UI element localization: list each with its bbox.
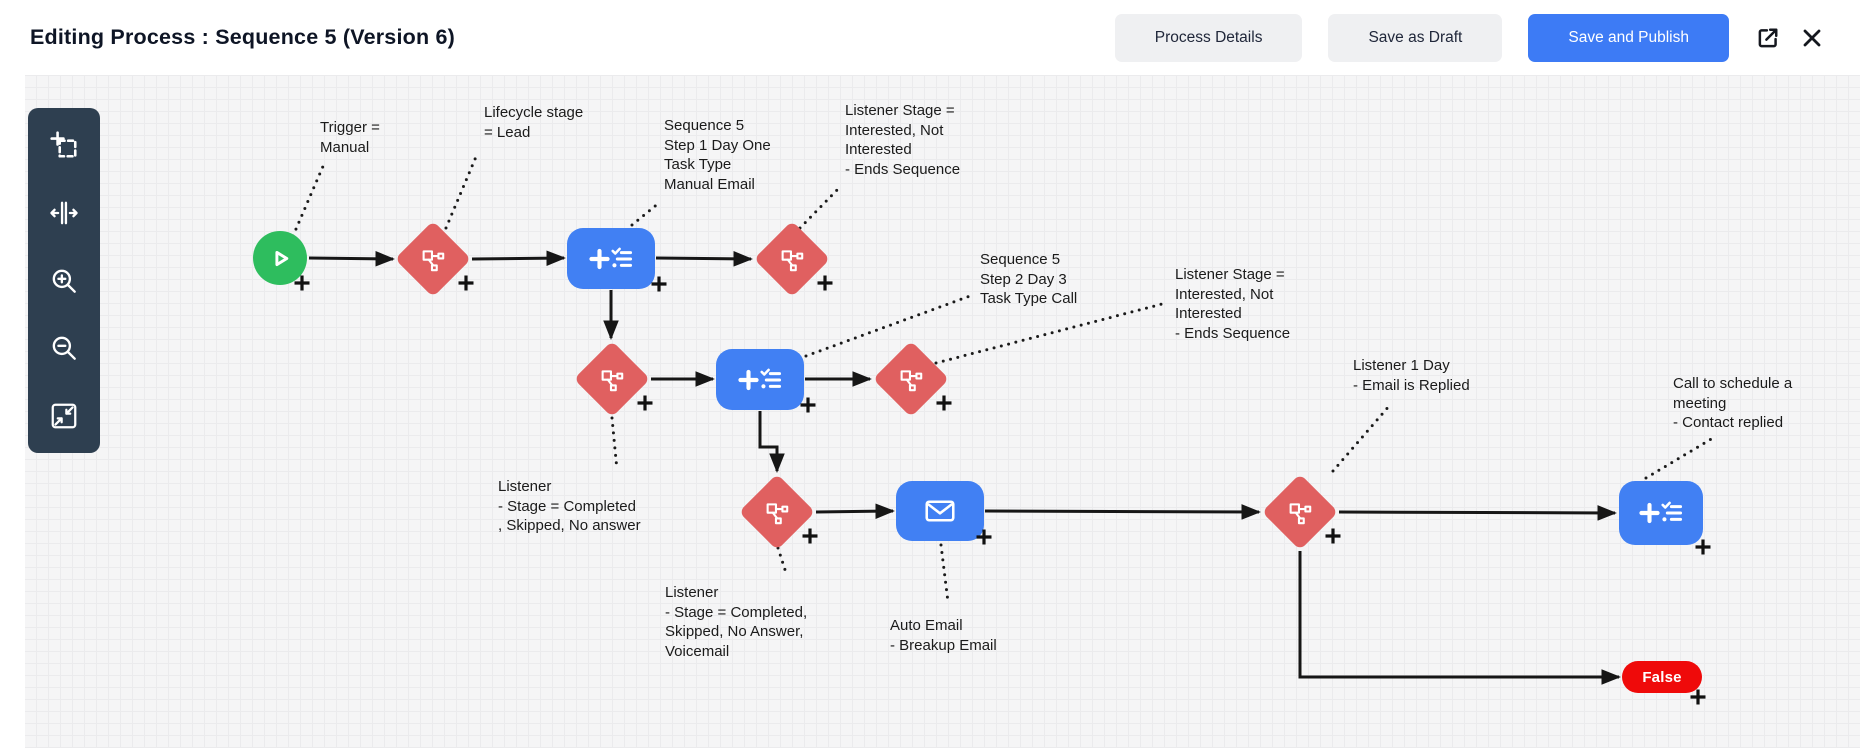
false-terminal-node[interactable]: False bbox=[1622, 661, 1702, 693]
page-title: Editing Process : Sequence 5 (Version 6) bbox=[30, 25, 455, 49]
annotation-lifecycle-stage: Lifecycle stage = Lead bbox=[484, 104, 584, 141]
false-label: False bbox=[1642, 668, 1682, 686]
save-and-publish-button[interactable]: Save and Publish bbox=[1528, 13, 1729, 62]
split-horizontal-icon[interactable] bbox=[49, 198, 79, 228]
annotation-trigger: Trigger = Manual bbox=[320, 119, 380, 156]
annotation-listener-completed: Listener - Stage = Completed , Skipped, … bbox=[498, 478, 641, 534]
annotation-step2: Sequence 5 Step 2 Day 3 Task Type Call bbox=[980, 251, 1078, 307]
annotation-listener-1day: Listener 1 Day - Email is Replied bbox=[1353, 357, 1470, 394]
task-checklist-icon bbox=[737, 365, 783, 395]
play-icon bbox=[267, 245, 294, 272]
canvas-toolbar bbox=[28, 108, 100, 453]
email-node[interactable] bbox=[896, 481, 984, 541]
condition-node-5[interactable] bbox=[738, 473, 816, 551]
annotation-auto-email: Auto Email - Breakup Email bbox=[890, 617, 997, 654]
task-node-2[interactable] bbox=[716, 349, 804, 410]
add-step-button[interactable] bbox=[815, 273, 835, 293]
fit-view-icon[interactable] bbox=[49, 401, 79, 431]
annotation-step1: Sequence 5 Step 1 Day One Task Type Manu… bbox=[664, 117, 771, 193]
flow-canvas[interactable] bbox=[0, 75, 1860, 748]
task-node-1[interactable] bbox=[567, 228, 655, 289]
task-node-3[interactable] bbox=[1619, 481, 1703, 545]
save-as-draft-button[interactable]: Save as Draft bbox=[1328, 13, 1503, 62]
add-step-button[interactable] bbox=[934, 393, 954, 413]
branch-icon bbox=[759, 494, 794, 529]
canvas-left-gutter bbox=[0, 75, 25, 748]
task-checklist-icon bbox=[1638, 498, 1684, 528]
header: Editing Process : Sequence 5 (Version 6)… bbox=[0, 0, 1860, 75]
branch-icon bbox=[893, 361, 928, 396]
branch-icon bbox=[415, 241, 450, 276]
zoom-in-icon[interactable] bbox=[49, 266, 79, 296]
close-icon[interactable] bbox=[1797, 23, 1827, 53]
add-step-button[interactable] bbox=[1323, 526, 1343, 546]
branch-icon bbox=[594, 361, 629, 396]
condition-node-4[interactable] bbox=[872, 340, 950, 418]
envelope-icon bbox=[925, 499, 955, 523]
annotation-call-meeting: Call to schedule a meeting - Contact rep… bbox=[1673, 375, 1793, 431]
multi-select-icon[interactable] bbox=[49, 130, 79, 160]
condition-node-2[interactable] bbox=[753, 220, 831, 298]
add-step-button[interactable] bbox=[635, 393, 655, 413]
branch-icon bbox=[1282, 494, 1317, 529]
add-step-button[interactable] bbox=[1693, 537, 1713, 557]
add-step-button[interactable] bbox=[798, 395, 818, 415]
annotation-listener-voicemail: Listener - Stage = Completed, Skipped, N… bbox=[665, 584, 808, 660]
annotation-listener-stage-2: Listener Stage = Interested, Not Interes… bbox=[1175, 266, 1291, 342]
add-step-button[interactable] bbox=[649, 274, 669, 294]
add-step-button[interactable] bbox=[1688, 687, 1708, 707]
add-step-button[interactable] bbox=[800, 526, 820, 546]
zoom-out-icon[interactable] bbox=[49, 333, 79, 363]
add-step-button[interactable] bbox=[292, 273, 312, 293]
task-checklist-icon bbox=[588, 244, 634, 274]
condition-node-1[interactable] bbox=[394, 220, 472, 298]
add-step-button[interactable] bbox=[456, 273, 476, 293]
header-actions: Process Details Save as Draft Save and P… bbox=[1114, 13, 1827, 62]
annotation-listener-stage-1: Listener Stage = Interested, Not Interes… bbox=[845, 102, 961, 178]
process-details-button[interactable]: Process Details bbox=[1114, 13, 1303, 62]
trigger-node[interactable] bbox=[253, 231, 307, 285]
condition-node-6[interactable] bbox=[1261, 473, 1339, 551]
condition-node-3[interactable] bbox=[573, 340, 651, 418]
open-in-new-window-icon[interactable] bbox=[1753, 23, 1783, 53]
branch-icon bbox=[774, 241, 809, 276]
add-step-button[interactable] bbox=[974, 527, 994, 547]
